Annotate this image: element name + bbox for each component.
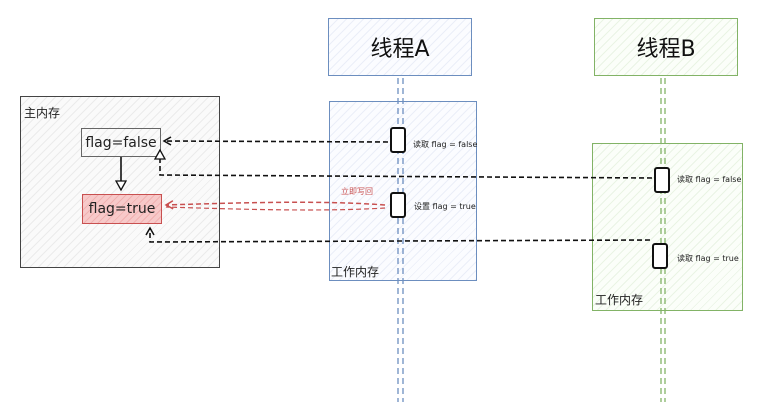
thread-a-work-memory-label: 工作内存 xyxy=(331,265,380,279)
thread-a-writeback-label: 立即写回 xyxy=(341,187,373,196)
arrow-b-read-true xyxy=(145,226,651,243)
thread-b-read-true-label: 读取 flag = true xyxy=(677,254,739,263)
thread-b-work-memory-label: 工作内存 xyxy=(595,293,644,307)
flag-false-box: flag=false xyxy=(81,128,161,157)
arrow-b-read-false xyxy=(160,150,653,179)
arrow-a-writeback xyxy=(164,200,386,210)
arrow-a-read xyxy=(162,136,389,146)
main-memory-label: 主内存 xyxy=(24,106,61,120)
thread-a-set-label: 设置 flag = true xyxy=(414,202,476,211)
thread-b-title: 线程B xyxy=(636,37,696,62)
thread-a-title: 线程A xyxy=(370,37,430,62)
thread-b-read-false-activation xyxy=(654,167,670,193)
flag-false-text: flag=false xyxy=(85,134,157,151)
thread-b-read-false-label: 读取 flag = false xyxy=(677,175,742,184)
thread-a-read-activation xyxy=(390,127,406,153)
thread-a-read-label: 读取 flag = false xyxy=(413,140,478,149)
thread-b-read-true-activation xyxy=(652,243,668,269)
flag-true-text: flag=true xyxy=(88,201,156,217)
flag-true-box: flag=true xyxy=(82,194,162,224)
thread-a-title-box: 线程A xyxy=(328,18,472,76)
thread-a-set-activation xyxy=(390,192,406,218)
thread-b-title-box: 线程B xyxy=(594,18,738,76)
